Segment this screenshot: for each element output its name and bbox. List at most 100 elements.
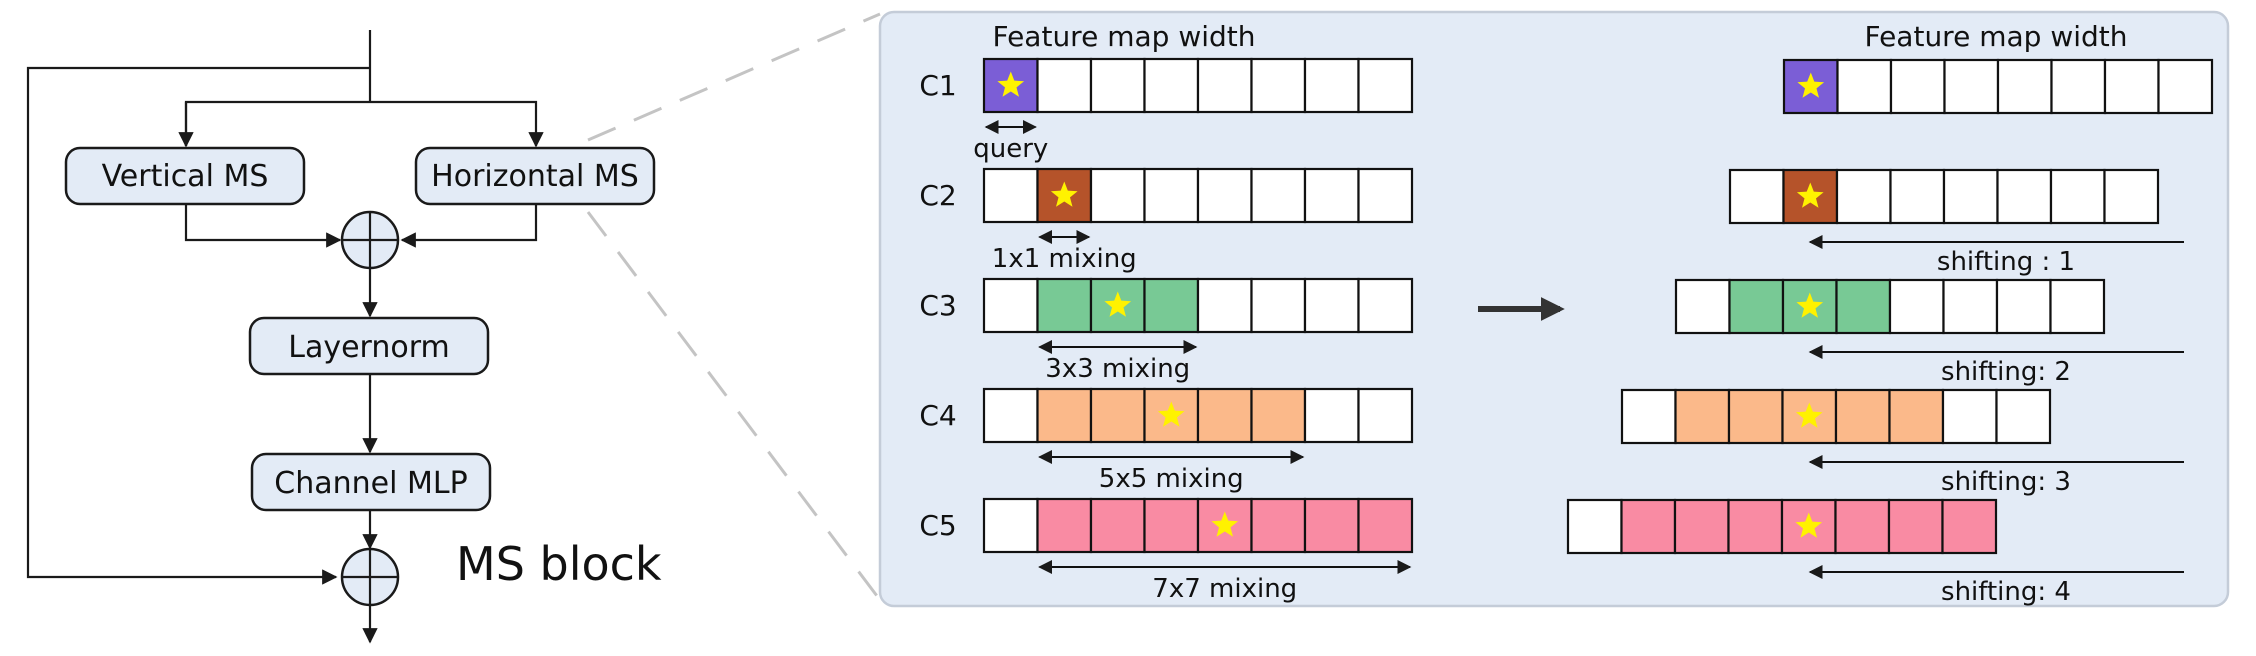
feature-cell <box>1196 277 1253 334</box>
star-icon <box>1104 291 1132 317</box>
star-icon <box>1795 512 1823 538</box>
feature-cell <box>1303 167 1360 224</box>
feature-cell-mixed <box>1727 388 1784 445</box>
ms-block-title: MS block <box>456 537 662 591</box>
feature-cell <box>1143 57 1200 114</box>
sum-node-icon <box>340 210 400 270</box>
star-icon <box>1796 182 1824 208</box>
feature-cell <box>1889 58 1946 115</box>
feature-cell <box>2049 168 2106 225</box>
star-icon <box>1795 402 1823 428</box>
feature-cell <box>1888 278 1945 335</box>
mixing-label-c5: 7x7 mixing <box>1152 574 1297 604</box>
vertical-ms-label: Vertical MS <box>102 159 269 194</box>
right-header: Feature map width <box>1865 20 2128 53</box>
feature-cell-mixed <box>1303 497 1360 554</box>
feature-cell <box>1036 57 1093 114</box>
star-icon <box>1050 181 1078 207</box>
feature-cell <box>1357 167 1414 224</box>
mixing-label-c2: 1x1 mixing <box>992 244 1137 274</box>
feature-cell-mixed <box>1887 498 1944 555</box>
feature-cell <box>1250 57 1307 114</box>
row-label-c4: C4 <box>919 399 956 432</box>
feature-cell-mixed <box>1143 497 1200 554</box>
feature-cell-mixed <box>1089 387 1146 444</box>
shift-label-c2: shifting : 1 <box>1937 247 2075 277</box>
feature-cell-mixed <box>1196 387 1253 444</box>
feature-cell-mixed <box>1835 278 1892 335</box>
feature-cell <box>1196 167 1253 224</box>
feature-cell-mixed <box>1143 277 1200 334</box>
feature-cell <box>1566 498 1623 555</box>
feature-cell <box>1836 58 1893 115</box>
feature-cell <box>1089 57 1146 114</box>
feature-cell <box>1303 387 1360 444</box>
feature-cell <box>1303 57 1360 114</box>
feature-cell <box>1941 388 1998 445</box>
shift-label-c3: shifting: 2 <box>1941 357 2071 387</box>
feature-cell <box>982 167 1039 224</box>
feature-cell <box>1943 58 2000 115</box>
feature-cell <box>982 497 1039 554</box>
star-icon <box>1157 401 1185 427</box>
left-header: Feature map width <box>993 20 1256 53</box>
feature-cell-mixed <box>1674 388 1731 445</box>
feature-cell <box>1303 277 1360 334</box>
feature-cell <box>2103 168 2160 225</box>
star-icon <box>1796 292 1824 318</box>
feature-cell <box>1942 168 1999 225</box>
feature-cell <box>1250 277 1307 334</box>
feature-cell <box>1996 58 2053 115</box>
feature-cell <box>2049 278 2106 335</box>
right-feature-row-c4 <box>1620 388 2052 445</box>
mixing-label-c3: 3x3 mixing <box>1045 354 1190 384</box>
feature-cell <box>1357 387 1414 444</box>
feature-cell <box>1889 168 1946 225</box>
feature-cell <box>1942 278 1999 335</box>
shift-label-c5: shifting: 4 <box>1941 577 2071 607</box>
right-feature-row-c1 <box>1782 58 2214 115</box>
zoom-guide-top <box>587 12 881 142</box>
feature-cell-mixed <box>1888 388 1945 445</box>
mixing-label-c4: 5x5 mixing <box>1099 464 1244 494</box>
feature-cell <box>1995 278 2052 335</box>
feature-cell-mixed <box>1250 387 1307 444</box>
sum-node-icon <box>340 547 400 607</box>
left-feature-row-c1 <box>982 57 1414 114</box>
right-feature-row-c2 <box>1728 168 2160 225</box>
feature-cell <box>1620 388 1677 445</box>
feature-cell-mixed <box>1782 168 1839 225</box>
channel-mlp-label: Channel MLP <box>274 466 467 501</box>
feature-cell <box>1357 277 1414 334</box>
feature-cell <box>982 277 1039 334</box>
feature-cell <box>1835 168 1892 225</box>
feature-cell <box>982 387 1039 444</box>
feature-cell-mixed <box>1036 497 1093 554</box>
feature-cell <box>1250 167 1307 224</box>
row-label-c1: C1 <box>919 69 956 102</box>
feature-cell-mixed <box>1834 498 1891 555</box>
star-icon <box>1797 72 1825 98</box>
star-icon <box>997 71 1025 97</box>
feature-cell <box>2103 58 2160 115</box>
ms-block: Vertical MS Horizontal MS Layernorm Chan… <box>26 30 662 644</box>
mixing-label-c1: query <box>973 134 1048 164</box>
feature-cell-mixed <box>1250 497 1307 554</box>
feature-cell-mixed <box>1941 498 1998 555</box>
feature-cell-mixed <box>1089 497 1146 554</box>
feature-cell-mixed <box>1357 497 1414 554</box>
row-label-c3: C3 <box>919 289 956 322</box>
feature-cell <box>2050 58 2107 115</box>
zoom-guide-bottom <box>586 211 882 601</box>
left-feature-row-c4 <box>982 387 1414 444</box>
feature-cell <box>1728 168 1785 225</box>
feature-cell-mixed <box>1834 388 1891 445</box>
feature-cell-mixed <box>1727 498 1784 555</box>
feature-cell-mixed <box>1673 498 1730 555</box>
feature-cell <box>1196 57 1253 114</box>
row-label-c5: C5 <box>919 509 956 542</box>
feature-cell <box>1674 278 1731 335</box>
row-label-c2: C2 <box>919 179 956 212</box>
